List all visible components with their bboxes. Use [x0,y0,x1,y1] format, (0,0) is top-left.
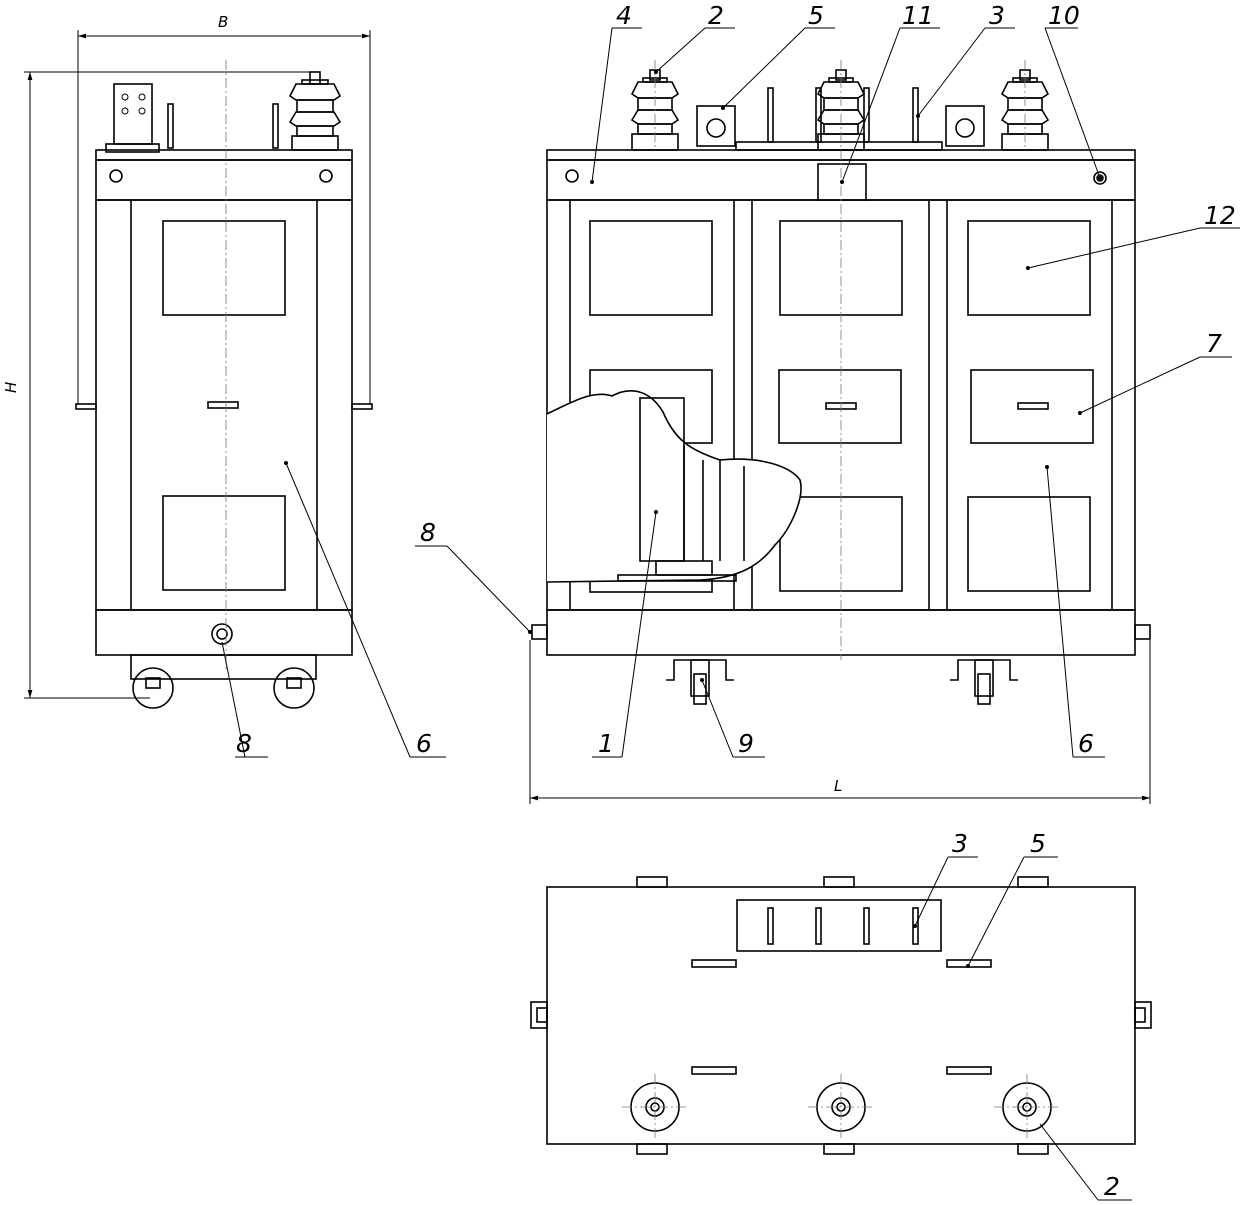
side-label-6: 6 [416,729,432,758]
side-grille-bottom [162,495,286,591]
front-label-11: 11 [902,1,934,30]
front-label-10: 10 [1048,1,1080,30]
top-label-3: 3 [952,829,968,858]
front-label-7: 7 [1206,329,1222,358]
dimension-l: L [834,777,842,795]
front-label-2: 2 [708,1,724,30]
front-label-8: 8 [420,518,436,547]
top-label-2: 2 [1104,1172,1120,1201]
side-view: B H [2,13,446,758]
front-wheel-right [950,659,1018,705]
front-label-4: 4 [616,1,632,30]
front-label-1: 1 [598,729,614,758]
top-bushing-left [622,1074,688,1140]
front-grille [967,220,1091,316]
top-bushing-right [994,1074,1060,1140]
front-wheel-left [666,659,734,705]
front-label-5: 5 [808,1,824,30]
side-grille-top [162,220,286,316]
side-label-8: 8 [236,729,252,758]
dimension-b: B [218,13,228,31]
front-view: L 1 2 3 4 5 6 7 8 [415,1,1240,804]
top-view: 3 5 2 [530,829,1152,1201]
top-bushing-center [808,1074,874,1140]
front-label-9: 9 [738,729,754,758]
top-label-5: 5 [1030,829,1046,858]
front-label-3: 3 [989,1,1005,30]
side-bushing [288,71,342,151]
front-label-12: 12 [1204,201,1236,230]
dimension-h: H [2,382,20,393]
front-label-6: 6 [1078,729,1094,758]
